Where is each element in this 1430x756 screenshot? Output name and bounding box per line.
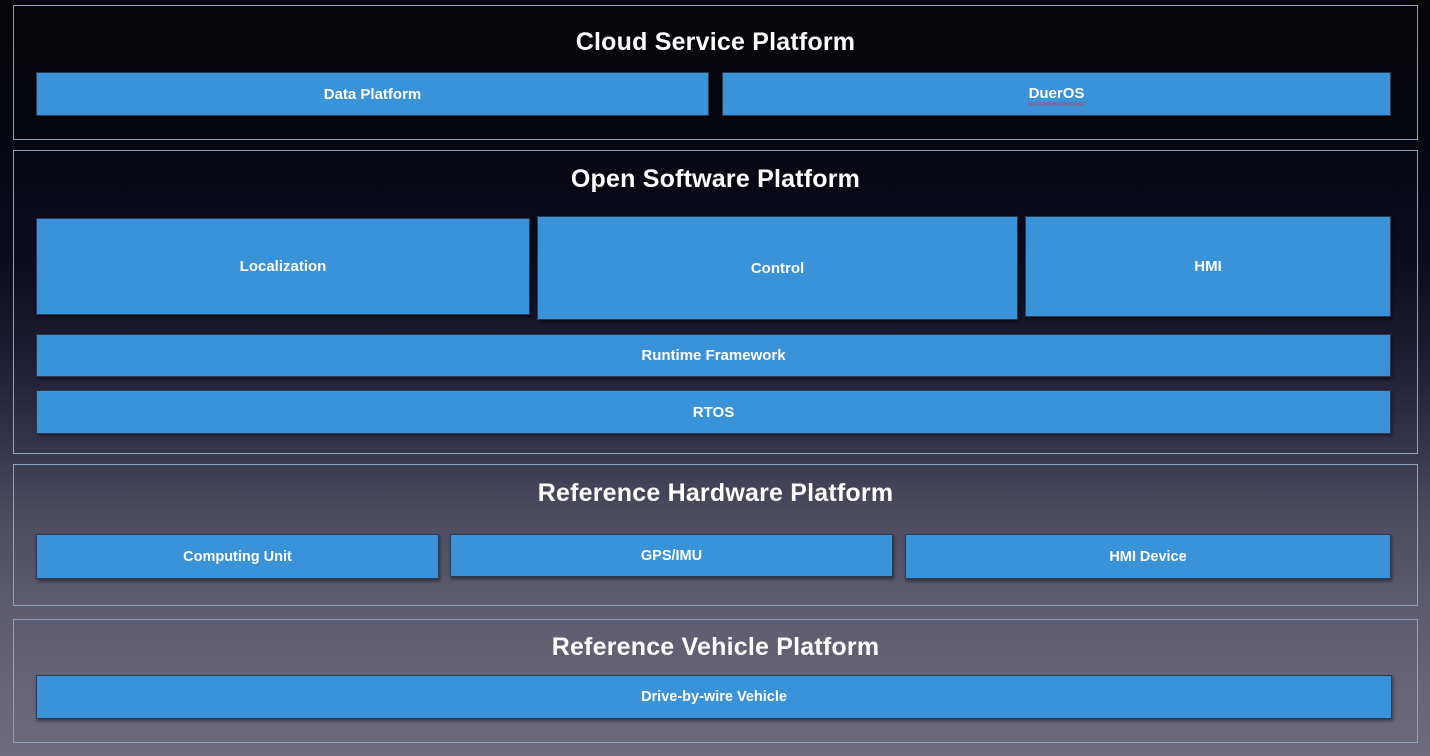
block-label: HMI xyxy=(1194,258,1222,275)
block-label: HMI Device xyxy=(1109,548,1187,565)
block-label: DuerOS xyxy=(1027,85,1086,106)
block-data-platform[interactable]: Data Platform xyxy=(36,72,709,116)
block-label: Computing Unit xyxy=(183,548,292,565)
block-dueros[interactable]: DuerOS xyxy=(722,72,1391,116)
block-control[interactable]: Control xyxy=(537,216,1018,320)
block-label: Data Platform xyxy=(323,85,422,103)
block-hmi-device[interactable]: HMI Device xyxy=(905,534,1391,579)
block-label: Runtime Framework xyxy=(641,347,786,364)
block-rtos[interactable]: RTOS xyxy=(36,390,1391,434)
block-runtime-framework[interactable]: Runtime Framework xyxy=(36,334,1391,377)
block-label: RTOS xyxy=(692,403,735,421)
layer-panel-open-software-platform: Open Software Platform xyxy=(13,150,1418,454)
block-label: GPS/IMU xyxy=(640,547,703,564)
block-label: Control xyxy=(750,259,805,277)
block-computing-unit[interactable]: Computing Unit xyxy=(36,534,439,579)
block-label: Localization xyxy=(239,258,327,275)
layer-title-reference-hardware-platform: Reference Hardware Platform xyxy=(537,479,894,507)
block-localization[interactable]: Localization xyxy=(36,218,530,315)
layer-title-cloud-service-platform: Cloud Service Platform xyxy=(575,28,856,56)
layer-title-reference-vehicle-platform: Reference Vehicle Platform xyxy=(551,633,880,661)
layer-panel-reference-vehicle-platform: Reference Vehicle Platform xyxy=(13,619,1418,743)
layer-title-open-software-platform: Open Software Platform xyxy=(570,165,861,193)
layer-panel-cloud-service-platform: Cloud Service Platform xyxy=(13,5,1418,140)
layer-panel-reference-hardware-platform: Reference Hardware Platform xyxy=(13,464,1418,606)
block-drive-by-wire-vehicle[interactable]: Drive-by-wire Vehicle xyxy=(36,675,1392,719)
block-gps-imu[interactable]: GPS/IMU xyxy=(450,534,893,577)
block-hmi[interactable]: HMI xyxy=(1025,216,1391,317)
block-label: Drive-by-wire Vehicle xyxy=(641,689,787,705)
